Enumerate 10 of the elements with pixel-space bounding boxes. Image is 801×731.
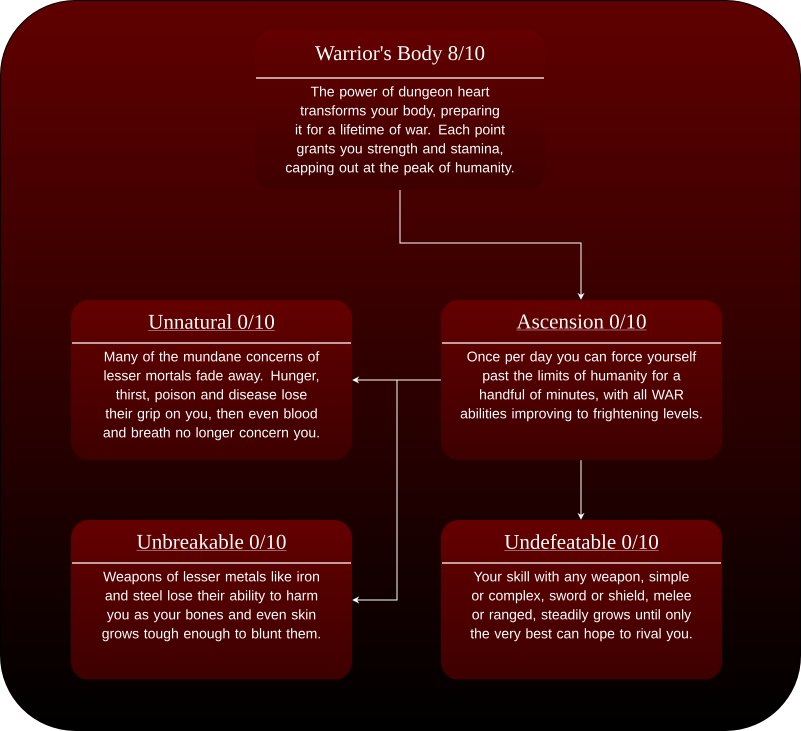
card-title: Unnatural 0/10 [148,314,275,330]
card-title: Unbreakable 0/10 [136,534,287,550]
card-text: Many of the mundane concerns of lesser mortals fade away. Hunger, thirst, poison and disease lose their grip on you, then even blood and breath no longer concern you. [104,351,320,440]
card-text: The power of dungeon heart transforms your body, preparing it for a lifetime of war. Each point grants you strength and stamina, capping out at the peak of humanity. [286,86,514,176]
card-title: Warrior's Body 8/10 [314,45,484,65]
card-text: Once per day you can force yourself past the limits of humanity for a handful of minutes, with all WAR abilities improving to frightening levels. [460,351,702,422]
card-title: Undefeatable 0/10 [504,534,659,551]
card-text: Your skill with any weapon, simple or complex, sword or shield, melee or ranged, steadily grows until only the very best can hope to rival you. [470,571,692,642]
card-text: Weapons of lesser metals like iron and steel lose their ability to harm you as your bones and even skin grows tough enough to blunt them. [102,571,320,642]
card-title: Ascension 0/10 [516,314,647,330]
